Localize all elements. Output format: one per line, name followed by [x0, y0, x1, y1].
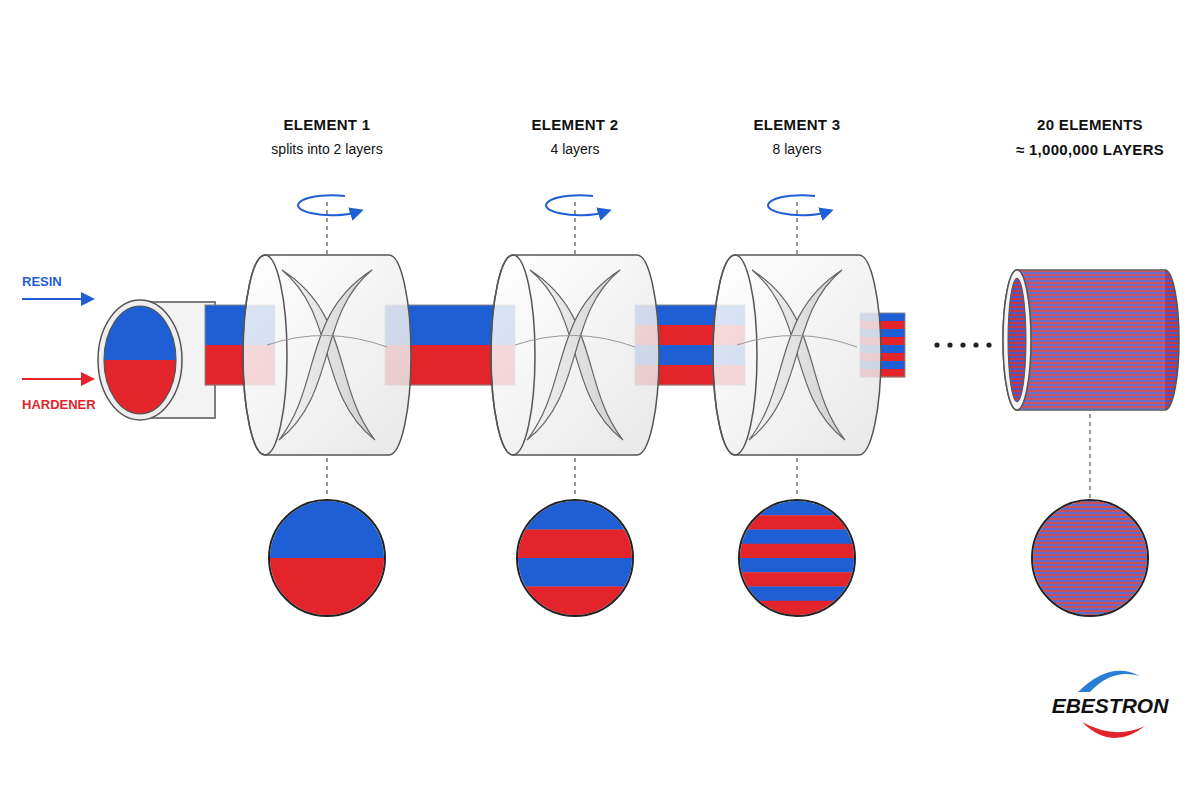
layer-count: splits into 2 layers	[271, 141, 382, 158]
logo-mark	[1078, 671, 1140, 692]
continuation-dot	[947, 342, 952, 347]
leader-line	[327, 458, 328, 498]
mixing-element	[491, 255, 659, 455]
section-layers	[267, 558, 387, 615]
cross-section	[267, 501, 387, 615]
section-layers	[515, 587, 635, 616]
section-layers	[515, 530, 635, 559]
layer-count: 4 layers	[550, 141, 599, 158]
leader-line	[575, 458, 576, 498]
continuation-dot	[960, 342, 965, 347]
section-layers	[737, 601, 857, 616]
section-layers	[515, 558, 635, 587]
leader-line	[797, 458, 798, 498]
mixing-element	[243, 255, 411, 455]
continuation-dot	[986, 342, 991, 347]
element-title: ELEMENT 2	[532, 116, 619, 134]
cross-section	[737, 501, 857, 615]
input-label: HARDENER	[22, 397, 96, 413]
layer-count: ≈ 1,000,000 LAYERS	[1016, 141, 1164, 159]
cross-section	[1030, 500, 1150, 616]
section-layers	[515, 501, 635, 530]
inlet-flow	[100, 306, 180, 360]
axis-line	[797, 202, 798, 255]
mixed-output	[1003, 270, 1179, 410]
axis-line	[575, 202, 576, 255]
axis-line	[327, 202, 328, 255]
cross-section	[515, 501, 635, 615]
logo-mark	[1082, 722, 1145, 738]
element-title: ELEMENT 1	[284, 116, 371, 134]
section-layers	[737, 501, 857, 516]
input-arrow	[22, 298, 88, 300]
input-arrow	[22, 378, 88, 380]
leader-line	[1090, 414, 1091, 498]
continuation-dot	[973, 342, 978, 347]
inlet-flow	[100, 360, 180, 414]
section-layers	[737, 544, 857, 559]
layer-count: 8 layers	[772, 141, 821, 158]
brand-logo: EBESTRON	[1052, 693, 1169, 718]
section-layers	[737, 558, 857, 573]
section-layers	[737, 572, 857, 587]
section-layers	[267, 501, 387, 558]
mixing-element	[713, 255, 881, 455]
inlet-rim	[98, 300, 182, 420]
input-label: RESIN	[22, 274, 62, 290]
element-title: ELEMENT 3	[754, 116, 841, 134]
continuation-dot	[934, 342, 939, 347]
section-layers	[737, 530, 857, 545]
element-title: 20 ELEMENTS	[1037, 116, 1143, 134]
